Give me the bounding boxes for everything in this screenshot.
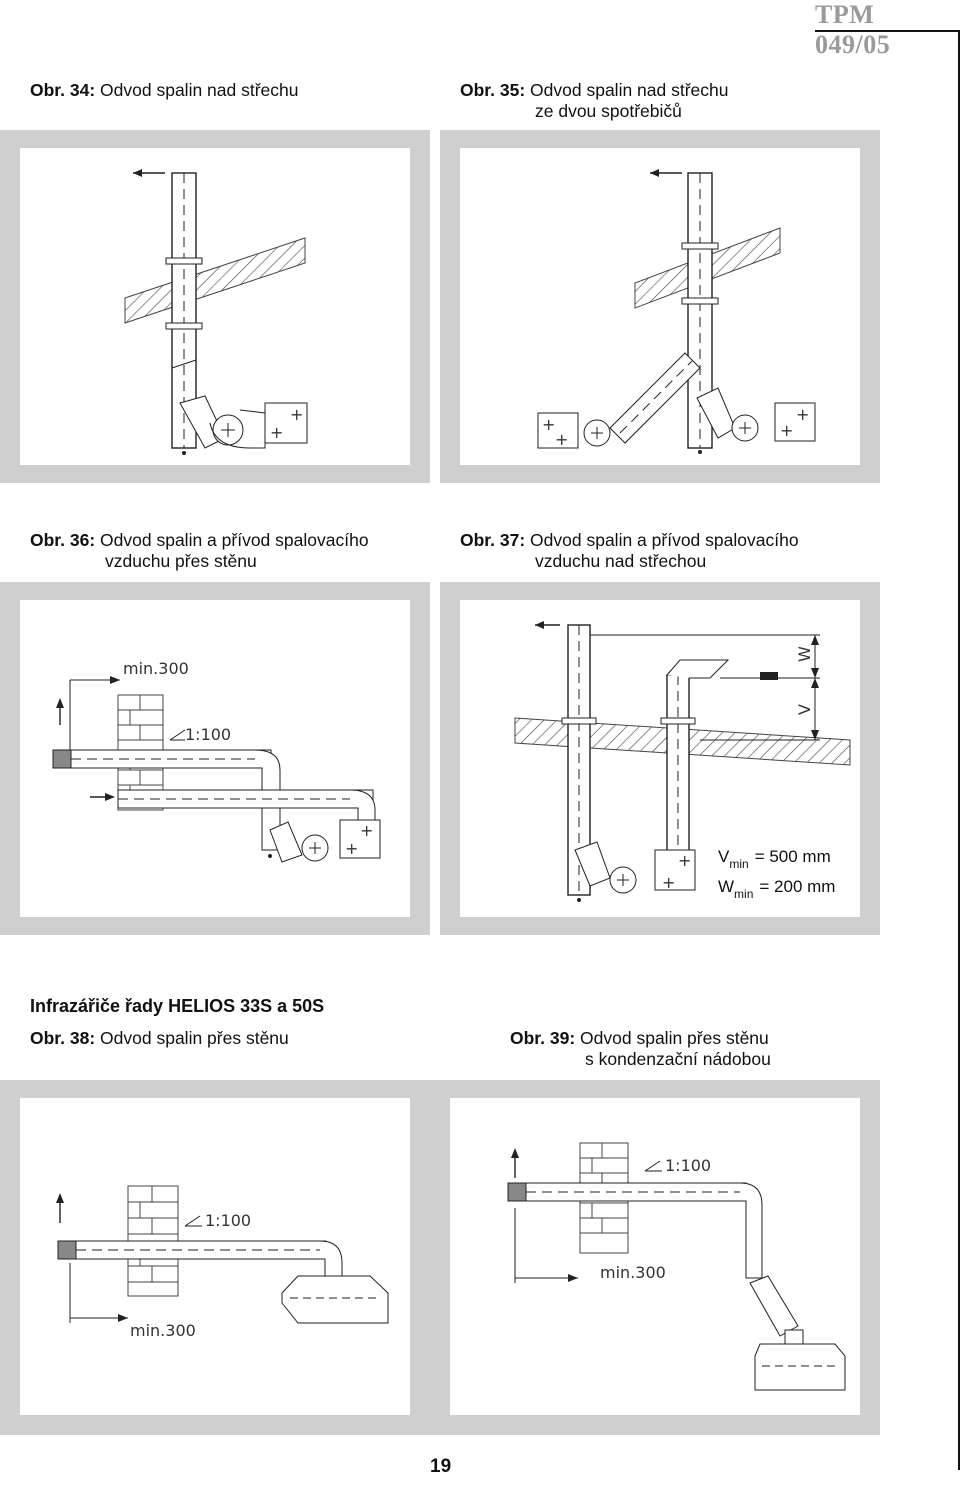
caption-fig34-text: Odvod spalin nad střechu [100,80,299,100]
figure-39-drawing: min.300 1:100 [450,1098,860,1415]
figure-38-diagram: min.300 1:100 [56,1185,389,1340]
svg-text:+: + [555,430,568,449]
vmin-subscript: min [729,857,748,871]
figure-39-slope-label: 1:100 [665,1156,711,1175]
caption-fig35-text: Odvod spalin nad střechu [530,80,729,100]
figure-39-diagram: min.300 1:100 [507,1142,846,1391]
section-title: Infrazářiče řady HELIOS 33S a 50S [30,996,325,1016]
svg-text:+: + [360,821,373,840]
wmin-symbol: W [718,877,734,896]
figure-37-diagram: W V + + Vmin = 500 mm Wmin = 200 mm [514,621,851,902]
figure-39-min-label: min.300 [600,1263,666,1282]
svg-text:+: + [290,405,303,424]
caption-fig35: Obr. 35: Odvod spalin nad střechu ze dvo… [460,80,729,122]
figure-37-vmin: Vmin = 500 mm [718,847,831,871]
svg-text:+: + [662,873,675,892]
vmin-symbol: V [718,847,730,866]
vmin-value: = 500 mm [755,847,831,866]
figure-36-min-label: min.300 [123,659,189,678]
right-margin-rule [958,30,960,1470]
caption-fig37: Obr. 37: Odvod spalin a přívod spalovací… [460,530,799,572]
caption-fig34-number: Obr. 34: [30,80,96,100]
caption-fig35-text-line2: ze dvou spotřebičů [535,101,682,121]
figure-37-v-label: V [795,704,814,715]
caption-fig39: Obr. 39: Odvod spalin přes stěnu s konde… [510,1028,771,1070]
svg-text:+: + [780,421,793,440]
caption-fig37-text: Odvod spalin a přívod spalovacího [530,530,799,550]
figure-37-drawing: W V + + Vmin = 500 mm Wmin = 200 mm [460,600,860,917]
figure-38-drawing: min.300 1:100 [20,1098,410,1415]
figure-34-frame: + + [0,130,430,483]
figure-35-diagram: + + + + [537,169,816,454]
figure-36-slope-label: 1:100 [185,725,231,744]
caption-fig38-text: Odvod spalin přes stěnu [100,1028,289,1048]
figure-35-drawing: + + + + [460,148,860,465]
document-code-header: TPM 049/05 [815,0,960,59]
caption-fig37-text-line2: vzduchu nad střechou [535,551,707,571]
caption-fig36: Obr. 36: Odvod spalin a přívod spalovací… [30,530,369,572]
figure-37-wmin: Wmin = 200 mm [718,877,835,901]
figure-38-min-label: min.300 [130,1321,196,1340]
figure-36-frame: min.300 1:100 + + [0,582,430,935]
caption-fig36-text-line2: vzduchu přes stěnu [105,551,257,571]
svg-text:+: + [796,405,809,424]
wmin-value: = 200 mm [759,877,835,896]
figure-38-slope-label: 1:100 [205,1211,251,1230]
caption-fig39-number: Obr. 39: [510,1028,576,1048]
document-code: TPM 049/05 [815,0,891,59]
caption-fig38: Obr. 38: Odvod spalin přes stěnu [30,1028,289,1049]
figure-36-diagram: min.300 1:100 + + [52,659,381,863]
page-number: 19 [430,1456,452,1477]
figure-38-39-frame: min.300 1:100 [0,1080,880,1435]
caption-fig34: Obr. 34: Odvod spalin nad střechu [30,80,299,101]
caption-fig39-text-line2: s kondenzační nádobou [585,1049,771,1069]
figure-37-w-label: W [795,646,814,662]
svg-text:+: + [270,423,283,442]
figure-34-diagram: + + [124,169,308,455]
caption-fig35-number: Obr. 35: [460,80,526,100]
figure-37-frame: W V + + Vmin = 500 mm Wmin = 200 mm [440,582,880,935]
caption-fig37-number: Obr. 37: [460,530,526,550]
caption-fig39-text: Odvod spalin přes stěnu [580,1028,769,1048]
figure-34-drawing: + + [20,148,410,465]
figure-36-drawing: min.300 1:100 + + [20,600,410,917]
svg-text:+: + [678,851,691,870]
figure-35-frame: + + + + [440,130,880,483]
caption-fig38-number: Obr. 38: [30,1028,96,1048]
svg-text:+: + [345,839,358,858]
svg-text:+: + [542,415,555,434]
wmin-subscript: min [734,887,753,901]
caption-fig36-number: Obr. 36: [30,530,96,550]
caption-fig36-text: Odvod spalin a přívod spalovacího [100,530,369,550]
